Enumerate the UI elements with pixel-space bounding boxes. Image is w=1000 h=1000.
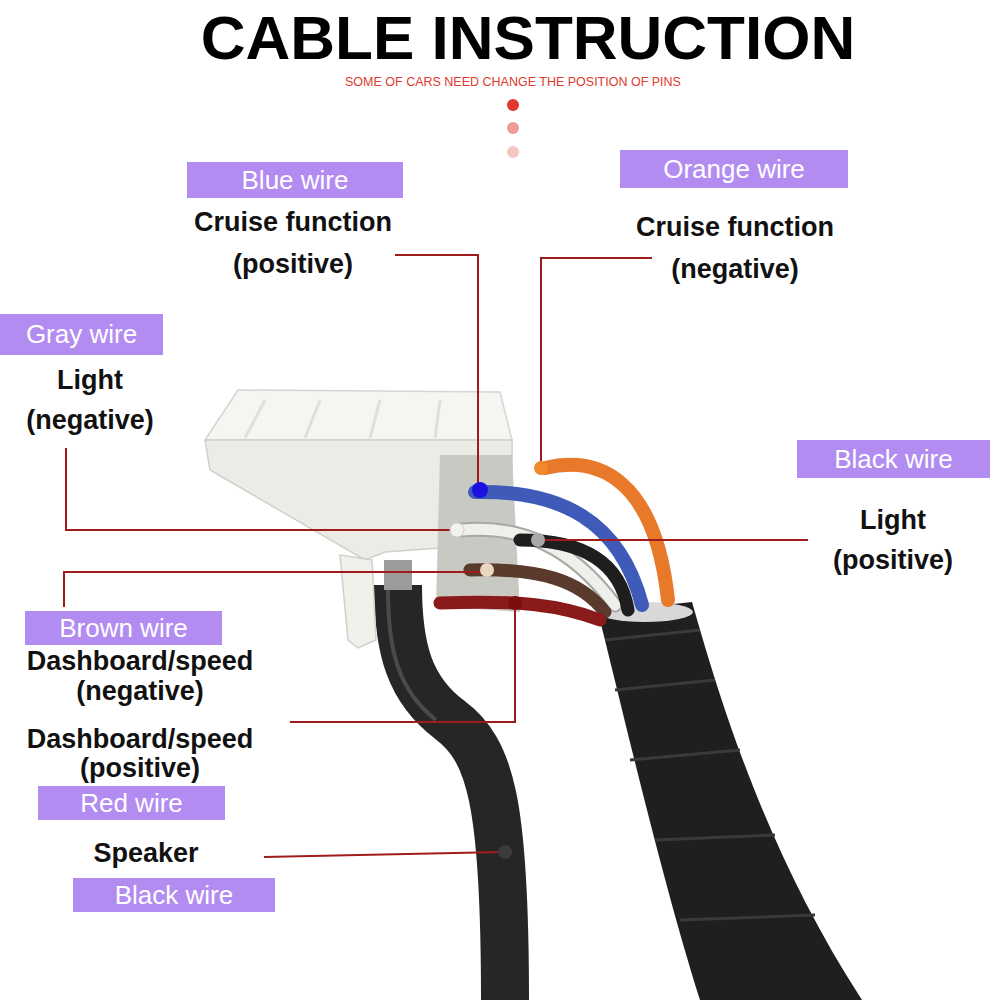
wire-name: Black wire: [115, 880, 233, 911]
leader-line: [541, 258, 652, 464]
speaker-cable: [398, 585, 505, 1000]
function-label: Light (negative): [5, 360, 175, 440]
wire-callout: Black wireLight (positive): [797, 440, 990, 580]
tape-wrap: [605, 630, 815, 920]
wire-callout: Gray wireLight (negative): [0, 314, 175, 440]
function-label: Dashboard/speed (positive): [5, 725, 275, 783]
leader-line: [264, 852, 502, 857]
wire-tag: Black wire: [797, 440, 990, 478]
wire-callout: Brown wireDashboard/speed (negative): [5, 611, 275, 706]
dot: [507, 122, 519, 134]
pin-dot: [480, 563, 494, 577]
function-label: Cruise function (negative): [595, 206, 875, 290]
function-label: Speaker: [46, 838, 246, 868]
cable-sheath: [598, 602, 862, 1000]
housing-latch: [340, 555, 376, 648]
wire-name: Orange wire: [663, 154, 805, 185]
wire-name: Blue wire: [242, 165, 349, 196]
wire-name: Red wire: [80, 788, 183, 819]
wire-tag: Black wire: [73, 878, 275, 912]
wire: [545, 465, 668, 600]
function-label: Dashboard/speed (negative): [5, 646, 275, 706]
pin-dot: [534, 461, 548, 475]
wire-tag: Gray wire: [0, 314, 163, 355]
cable-highlight: [388, 590, 436, 720]
dot: [507, 146, 519, 158]
pin-dot: [531, 533, 545, 547]
wire-callout: Orange wireCruise function (negative): [595, 150, 875, 290]
wire-callout: SpeakerBlack wire: [46, 838, 275, 912]
housing-top: [205, 390, 512, 440]
wire-name: Black wire: [834, 444, 952, 475]
pin-dot: [450, 523, 464, 537]
cable-ferrule: [384, 560, 412, 590]
wire-tag: Orange wire: [620, 150, 848, 188]
pin-dot: [472, 482, 488, 498]
dot: [507, 99, 519, 111]
wire-name: Brown wire: [59, 613, 188, 644]
leader-line: [64, 572, 482, 607]
pin-dot: [498, 845, 512, 859]
housing-ribs: [245, 400, 440, 438]
function-label: Light (positive): [808, 500, 978, 580]
function-label: Cruise function (positive): [153, 201, 433, 285]
wire-name: Gray wire: [26, 319, 137, 350]
wire: [475, 492, 642, 605]
note: SOME OF CARS NEED CHANGE THE POSITION OF…: [213, 75, 813, 89]
wire-tag: Brown wire: [25, 611, 222, 645]
wire-callout: Dashboard/speed (positive) Red wire: [5, 725, 275, 820]
leader-line: [542, 539, 808, 541]
pin-dot: [508, 596, 522, 610]
leader-line: [66, 448, 452, 530]
wire-tag: Blue wire: [187, 162, 403, 198]
wire-callout: Blue wireCruise function (positive): [153, 162, 433, 285]
wire-tag: Red wire: [38, 786, 225, 820]
leader-line: [290, 607, 515, 722]
leader-line: [395, 255, 478, 486]
title: CABLE INSTRUCTION: [0, 0, 1000, 76]
